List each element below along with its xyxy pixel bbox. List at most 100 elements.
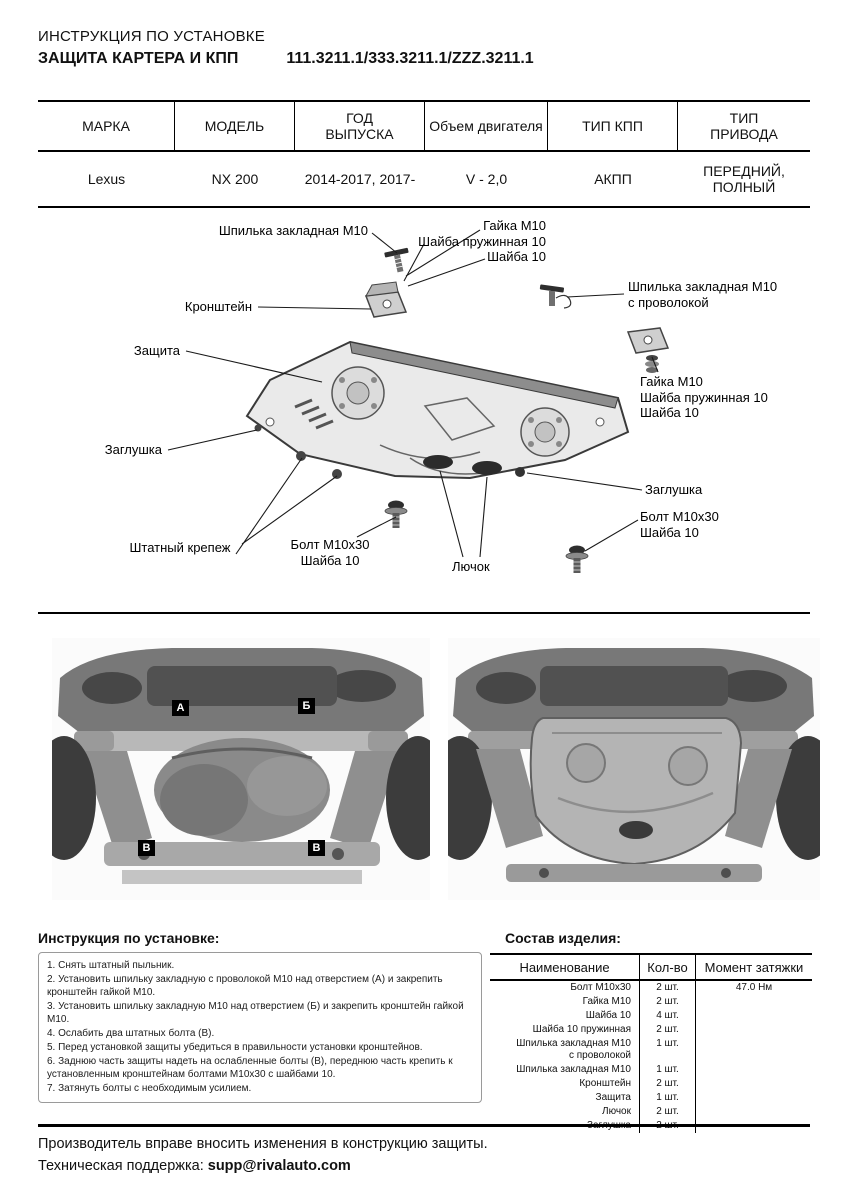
part-torque bbox=[696, 1105, 812, 1119]
marker-V-left: В bbox=[138, 840, 155, 856]
parts-row: Защита 1 шт. bbox=[490, 1091, 812, 1105]
parts-row: Лючок 2 шт. bbox=[490, 1105, 812, 1119]
stock-bolt-2 bbox=[296, 451, 306, 461]
parts-row: Шпилька закладная М10 с проволокой 1 шт. bbox=[490, 1037, 812, 1063]
spec-value-row: Lexus NX 200 2014-2017, 2017- V - 2,0 АК… bbox=[38, 152, 810, 208]
spec-col-brand: МАРКА bbox=[38, 102, 175, 150]
section-divider bbox=[38, 612, 810, 614]
label-bracket: Кронштейн bbox=[184, 299, 252, 314]
footer-disclaimer: Производитель вправе вносить изменения в… bbox=[38, 1136, 488, 1152]
part-name: Болт М10х30 bbox=[490, 981, 640, 995]
part-name: Кронштейн bbox=[490, 1077, 640, 1091]
install-step: 1. Снять штатный пыльник. bbox=[47, 960, 175, 971]
spec-col-model: МОДЕЛЬ bbox=[175, 102, 295, 150]
part-torque bbox=[696, 1091, 812, 1105]
parts-col-qty: Кол-во bbox=[640, 955, 696, 979]
label-nut-washer-top: Гайка М10 Шайба пружинная 10 Шайба 10 bbox=[418, 218, 546, 264]
part-name: Шайба 10 пружинная bbox=[490, 1023, 640, 1037]
plate-drawing bbox=[245, 340, 630, 480]
part-torque bbox=[696, 1077, 812, 1091]
part-qty: 1 шт. bbox=[640, 1063, 696, 1077]
footer-divider bbox=[38, 1124, 810, 1127]
parts-col-name: Наименование bbox=[490, 955, 640, 979]
photo-underbody-before: А Б В В bbox=[32, 638, 450, 900]
part-name: Шпилька закладная М10 bbox=[490, 1063, 640, 1077]
marker-V-right: В bbox=[308, 840, 325, 856]
install-step: 2. Установить шпильку закладную с провол… bbox=[47, 974, 443, 998]
label-stock-hardware: Штатный крепеж bbox=[129, 540, 231, 555]
part-name: Защита bbox=[490, 1091, 640, 1105]
spec-drive: ПЕРЕДНИЙ, ПОЛНЫЙ bbox=[703, 163, 785, 195]
support-label: Техническая поддержка: bbox=[38, 1158, 204, 1174]
part-name: Лючок bbox=[490, 1105, 640, 1119]
spec-col-gearbox: ТИП КПП bbox=[548, 102, 678, 150]
photo-underbody-after bbox=[428, 638, 840, 900]
part-qty: 2 шт. bbox=[640, 1023, 696, 1037]
part-torque bbox=[696, 995, 812, 1009]
stock-bolt-1 bbox=[332, 469, 342, 479]
spec-header-row: МАРКА МОДЕЛЬ ГОД ВЫПУСКА Объем двигателя… bbox=[38, 100, 810, 152]
stud-wire-icon bbox=[539, 284, 572, 309]
label-plug-right: Заглушка bbox=[645, 482, 703, 497]
bracket-right-icon bbox=[626, 327, 670, 354]
parts-row: Шайба 10 пружинная 2 шт. bbox=[490, 1023, 812, 1037]
spec-model: NX 200 bbox=[211, 171, 259, 187]
parts-row: Болт М10х30 2 шт. 47.0 Нм bbox=[490, 981, 812, 995]
doc-title: ИНСТРУКЦИЯ ПО УСТАНОВКЕ bbox=[38, 28, 265, 45]
bolt-m10-bottom-icon bbox=[384, 500, 408, 528]
spec-brand: Lexus bbox=[87, 171, 126, 187]
stud-icon bbox=[384, 247, 409, 273]
part-torque: 47.0 Нм bbox=[735, 982, 773, 993]
hatch-cover-right bbox=[472, 461, 502, 475]
label-nut-washer-right: Гайка М10 Шайба пружинная 10 Шайба 10 bbox=[640, 374, 768, 420]
part-name: Шпилька закладная М10 с проволокой bbox=[490, 1037, 640, 1063]
photo-after-artwork bbox=[428, 638, 840, 900]
part-qty: 1 шт. bbox=[640, 1091, 696, 1105]
spec-col-engine: Объем двигателя bbox=[425, 102, 548, 150]
parts-list-title: Состав изделия: bbox=[505, 930, 621, 946]
part-torque bbox=[696, 1023, 812, 1037]
part-qty: 2 шт. bbox=[640, 1077, 696, 1091]
parts-col-torque: Момент затяжки bbox=[704, 959, 804, 975]
spec-year: 2014-2017, 2017- bbox=[304, 171, 416, 187]
spec-gearbox: АКПП bbox=[594, 171, 632, 187]
install-steps-box: 1. Снять штатный пыльник. 2. Установить … bbox=[38, 952, 482, 1103]
part-qty: 2 шт. bbox=[640, 981, 696, 995]
install-step: 5. Перед установкой защиты убедиться в п… bbox=[47, 1042, 423, 1053]
install-step: 3. Установить шпильку закладную М10 над … bbox=[47, 1001, 464, 1025]
label-embedded-stud-wire: Шпилька закладная М10 с проволокой bbox=[628, 279, 778, 310]
callout-lines bbox=[167, 229, 659, 558]
part-qty: 2 шт. bbox=[640, 1105, 696, 1119]
diagram-artwork bbox=[167, 229, 670, 573]
part-torque bbox=[696, 1009, 812, 1023]
label-bolt-right: Болт М10х30 Шайба 10 bbox=[640, 509, 719, 540]
parts-row: Шпилька закладная М10 1 шт. bbox=[490, 1063, 812, 1077]
footer-support: Техническая поддержка: supp@rivalauto.co… bbox=[38, 1158, 351, 1174]
part-name: Гайка М10 bbox=[490, 995, 640, 1009]
plug-hole-right bbox=[515, 467, 525, 477]
parts-table: Наименование Кол-во Момент затяжки Болт … bbox=[490, 953, 812, 1133]
install-step: 7. Затянуть болты с необходимым усилием. bbox=[47, 1083, 252, 1094]
marker-B: Б bbox=[298, 698, 315, 714]
spec-col-drive: ТИП ПРИВОДА bbox=[710, 110, 778, 142]
part-qty: 2 шт. bbox=[640, 995, 696, 1009]
support-email: supp@rivalauto.com bbox=[207, 1158, 351, 1174]
part-name: Шайба 10 bbox=[490, 1009, 640, 1023]
part-qty: 4 шт. bbox=[640, 1009, 696, 1023]
parts-row: Кронштейн 2 шт. bbox=[490, 1077, 812, 1091]
spec-engine: V - 2,0 bbox=[465, 171, 508, 187]
bracket-left-icon bbox=[364, 281, 408, 318]
photo-before-artwork bbox=[32, 638, 450, 900]
label-plug-left: Заглушка bbox=[104, 442, 162, 457]
doc-subtitle-row: ЗАЩИТА КАРТЕРА И КПП 111.3211.1/333.3211… bbox=[38, 50, 534, 68]
vehicle-spec-table: МАРКА МОДЕЛЬ ГОД ВЫПУСКА Объем двигателя… bbox=[38, 100, 810, 208]
parts-header-row: Наименование Кол-во Момент затяжки bbox=[490, 955, 812, 981]
product-name: ЗАЩИТА КАРТЕРА И КПП bbox=[38, 50, 239, 67]
label-plate: Защита bbox=[133, 343, 180, 358]
bolt-m10-right-icon bbox=[565, 545, 589, 573]
install-steps-title: Инструкция по установке: bbox=[38, 930, 220, 946]
label-hatch: Лючок bbox=[452, 559, 490, 574]
part-torque bbox=[696, 1037, 812, 1063]
part-torque bbox=[696, 1063, 812, 1077]
